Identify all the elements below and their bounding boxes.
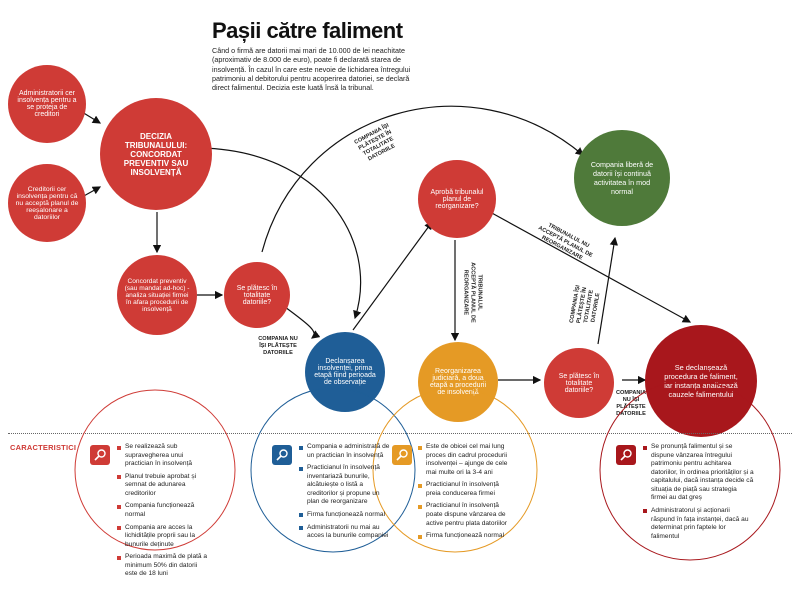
list-item: Este de obicei cel mai lung proces din c… [417,443,511,477]
characteristics-observation: Compania e administrată de un practician… [298,443,390,545]
list-item: Administratorii nu mai au acces la bunur… [298,524,390,541]
list-item: Compania e administrată de un practician… [298,443,390,460]
list-item: Firma funcționează normal [417,532,511,541]
arc-reorganization [372,387,538,553]
list-item: Firma funcționează normal [298,511,390,520]
list-item: Administratorul și acționarii răspund în… [642,507,754,541]
node-preventive-concordat: Concordat preventiv (sau mandat ad-hoc) … [117,255,197,335]
magnifier-icon [396,449,408,461]
edge-pay-company-free [261,105,584,253]
node-approve-plan: Aprobă tribunalul planul de reorganizare… [418,160,496,238]
arc-observation [250,387,416,553]
list-item: Practicianul în insolvență inventariază … [298,464,390,507]
badge-observation [272,445,292,465]
characteristics-reorganization: Este de obicei cel mai lung proces din c… [417,443,511,545]
node-creditors-request: Creditorii cer insolvența pentru că nu a… [8,164,86,242]
intro-text: Când o firmă are datorii mai mari de 10.… [212,46,411,93]
node-judicial-reorganization: Reorganizarea judiciară, a doua etapă a … [418,342,498,422]
node-pay-debts-1: Se plătesc în totalitate datoriile? [224,262,290,328]
magnifier-icon [276,449,288,461]
node-admins-request: Administratorii cer insolvența pentru a … [8,65,86,143]
list-item: Practicianul în insolvență poate dispune… [417,502,511,528]
list-item: Compania funcționează normal [116,502,210,519]
node-insolvency-opening: Declanșarea insolvenței, prima etapă fii… [305,332,385,412]
section-divider [8,433,792,434]
edge-pay-insolvency [284,306,321,339]
edge-label-does-not-pay-1: COMPANIA NU ÎȘI PLĂTEȘTE DATORIILE [258,336,298,356]
edge-approve-bankruptcy [489,211,692,323]
page-title: Pașii către faliment [212,18,403,43]
badge-concordat [90,445,110,465]
list-item: Se realizează sub supravegherea unui pra… [116,443,210,469]
arc-bankruptcy [599,379,781,561]
node-company-free: Compania liberă de datorii își continuă … [574,130,670,226]
edge-pay2-company-free [597,236,619,345]
badge-reorganization [392,445,412,465]
list-item: Se pronunță falimentul și se dispune vân… [642,443,754,503]
list-item: Compania are acces la lichiditățile prop… [116,524,210,550]
badge-bankruptcy [616,445,636,465]
characteristics-bankruptcy: Se pronunță falimentul și se dispune vân… [642,443,754,545]
list-item: Perioada maximă de plată a minimum 50% d… [116,553,210,579]
arc-concordat [74,389,236,551]
characteristics-heading: CARACTERISTICI [10,443,77,452]
edge-admins-court [81,111,102,124]
edge-court-insolvency [199,147,362,320]
node-court-decision: DECIZIA TRIBUNALULUI: CONCORDAT PREVENTI… [100,98,212,210]
magnifier-icon [94,449,106,461]
edge-insolvency-approve [352,221,433,331]
node-pay-debts-2: Se plătesc în totalitate datoriile? [544,348,614,418]
edge-label-does-not-pay-2: COMPANIA NU ÎȘI PLĂTEȘTE DATORIILE [615,390,647,417]
list-item: Practicianul în insolvență preia conduce… [417,481,511,498]
characteristics-concordat: Se realizează sub supravegherea unui pra… [116,443,210,583]
magnifier-icon [620,449,632,461]
list-item: Planul trebuie aprobat și semnat de adun… [116,473,210,499]
